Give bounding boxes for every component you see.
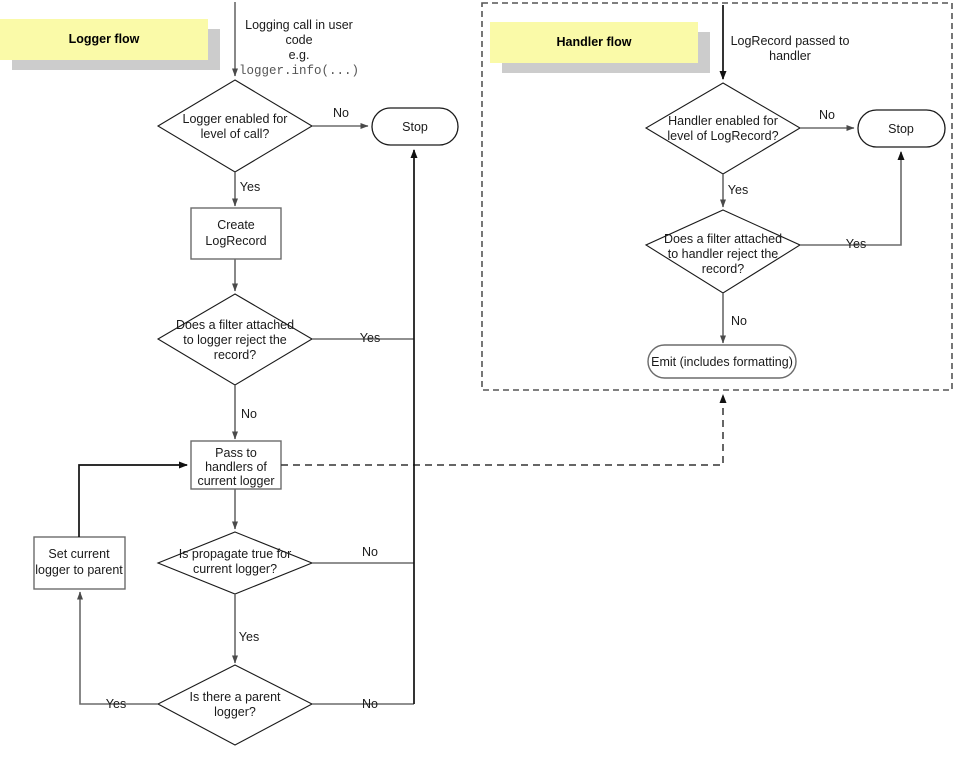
edge-has-parent-yes [77, 591, 158, 705]
decision-is-propagate-line2: current logger? [193, 562, 277, 576]
edge-label-handler-filter-yes: Yes [846, 237, 866, 251]
decision-logger-enabled-line2: level of call? [201, 127, 270, 141]
process-pass-to-handlers-line3: current logger [197, 474, 274, 488]
process-create-logrecord[interactable]: Create LogRecord [190, 207, 282, 260]
entry-text-line1: Logging call in user [245, 18, 353, 32]
edge-label-handler-enabled-yes: Yes [728, 183, 748, 197]
decision-logger-filter-line3: record? [214, 348, 256, 362]
edge-label-has-parent-no: No [362, 697, 378, 711]
process-pass-to-handlers-shape [190, 440, 282, 490]
decision-handler-filter-line2: to handler reject the [668, 247, 779, 261]
terminator-emit-label: Emit (includes formatting) [651, 355, 793, 369]
entry-text-code: logger.info(...) [239, 64, 359, 78]
decision-handler-enabled-line2: level of LogRecord? [667, 129, 778, 143]
handler-flow-container [481, 2, 953, 391]
terminator-handler-stop-shape [857, 109, 946, 148]
process-create-logrecord-shape [190, 207, 282, 260]
handler-entry-text-line2: handler [769, 49, 811, 63]
edge-handlers-to-handler-flow [281, 394, 727, 466]
entry-text-line2: code [285, 33, 312, 47]
edge-label-has-parent-yes: Yes [106, 697, 126, 711]
terminator-emit[interactable]: Emit (includes formatting) [647, 344, 797, 379]
edge-label-logger-filter-no: No [241, 407, 257, 421]
logger-banner-fill [0, 19, 208, 60]
handler-banner-fill [490, 22, 698, 63]
process-pass-to-handlers-line1: Pass to [215, 446, 257, 460]
decision-logger-filter[interactable]: Does a filter attached to logger reject … [156, 293, 314, 386]
logger-banner-label: Logger flow [69, 32, 140, 46]
edge-label-propagate-no: No [362, 545, 378, 559]
decision-logger-filter-line1: Does a filter attached [176, 318, 294, 332]
decision-has-parent[interactable]: Is there a parent logger? [156, 664, 314, 746]
process-set-parent-shape [33, 536, 126, 590]
handler-banner-label: Handler flow [556, 35, 631, 49]
handler-entry-text-line1: LogRecord passed to [731, 34, 850, 48]
decision-is-propagate-line1: Is propagate true for [179, 547, 292, 561]
entry-text-line3: e.g. [289, 48, 310, 62]
terminator-logger-stop-label: Stop [402, 120, 428, 134]
process-create-logrecord-line2: LogRecord [205, 234, 266, 248]
edge-handler-filter-yes [800, 151, 905, 246]
decision-handler-enabled[interactable]: Handler enabled for level of LogRecord? [644, 82, 802, 175]
process-create-logrecord-line1: Create [217, 218, 255, 232]
decision-handler-filter-line3: record? [702, 262, 744, 276]
decision-logger-filter-line2: to logger reject the [183, 333, 287, 347]
edge-label-logger-enabled-yes: Yes [240, 180, 260, 194]
process-set-parent-line2: logger to parent [35, 563, 123, 577]
decision-handler-filter-line1: Does a filter attached [664, 232, 782, 246]
handler-flow-banner: Handler flow [490, 22, 710, 73]
edge-set-parent-to-handlers [78, 461, 188, 537]
terminator-emit-shape [647, 344, 797, 379]
decision-has-parent-shape [156, 664, 314, 746]
decision-handler-filter[interactable]: Does a filter attached to handler reject… [644, 209, 802, 294]
edge-label-logger-enabled-no: No [333, 106, 349, 120]
edge-label-logger-filter-yes: Yes [360, 331, 380, 345]
edge-label-handler-filter-no: No [731, 314, 747, 328]
logger-flow-banner: Logger flow [0, 19, 220, 70]
process-set-parent-line1: Set current [48, 547, 110, 561]
terminator-logger-stop-shape [371, 107, 459, 146]
decision-has-parent-line1: Is there a parent [189, 690, 281, 704]
terminator-handler-stop[interactable]: Stop [857, 109, 946, 148]
decision-logger-enabled[interactable]: Logger enabled for level of call? [156, 79, 314, 173]
process-set-parent[interactable]: Set current logger to parent [33, 536, 126, 590]
terminator-handler-stop-label: Stop [888, 122, 914, 136]
process-pass-to-handlers[interactable]: Pass to handlers of current logger [190, 440, 282, 490]
decision-logger-enabled-shape [156, 79, 314, 173]
decision-has-parent-line2: logger? [214, 705, 256, 719]
decision-is-propagate[interactable]: Is propagate true for current logger? [156, 531, 314, 595]
terminator-logger-stop[interactable]: Stop [371, 107, 459, 146]
process-pass-to-handlers-line2: handlers of [205, 460, 267, 474]
edge-label-handler-enabled-no: No [819, 108, 835, 122]
decision-logger-enabled-line1: Logger enabled for [183, 112, 288, 126]
edge-label-propagate-yes: Yes [239, 630, 259, 644]
decision-handler-enabled-line1: Handler enabled for [668, 114, 778, 128]
